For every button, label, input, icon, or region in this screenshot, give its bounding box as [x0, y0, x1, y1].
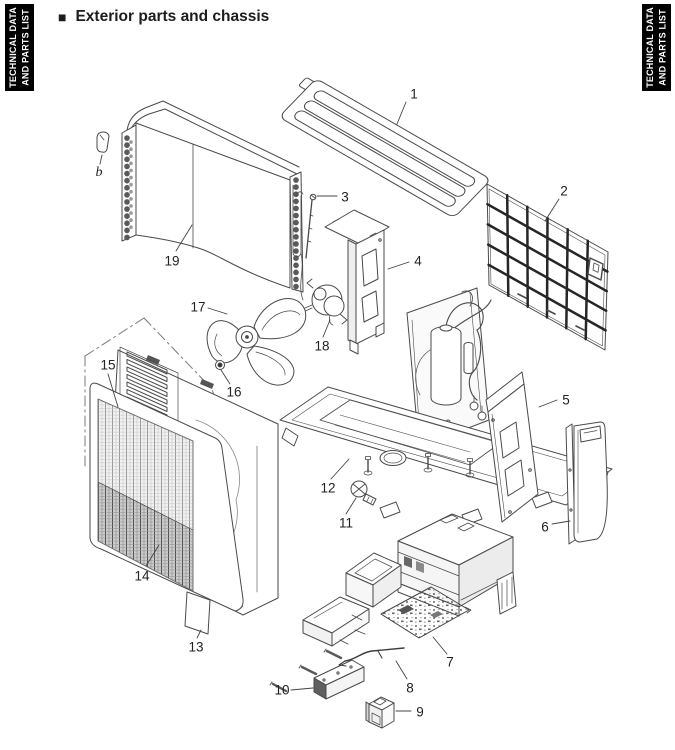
part-label-b: b — [95, 165, 103, 180]
part-5-side-plate — [485, 371, 539, 523]
part-label-17: 17 — [190, 299, 206, 315]
part-label-2: 2 — [560, 183, 568, 199]
part-label-11: 11 — [338, 515, 354, 531]
part-label-16: 16 — [226, 384, 242, 400]
part-14-front-grille — [89, 382, 244, 612]
part-16-nut — [215, 360, 225, 370]
part-10-cover-bar — [313, 659, 365, 700]
part-3-screw — [305, 193, 317, 259]
leader-lines — [99, 101, 571, 712]
part-label-7: 7 — [446, 654, 454, 670]
left-edge-tab: TECHNICAL DATA AND PARTS LIST — [5, 4, 34, 91]
part-label-13: 13 — [188, 639, 204, 655]
part-label-19: 19 — [164, 253, 180, 269]
mounting-screws — [269, 648, 343, 693]
square-bullet-icon: ■ — [58, 9, 67, 25]
part-18-fan-motor — [297, 278, 348, 326]
part-2-rear-grille — [486, 183, 609, 351]
part-7-pcb — [380, 586, 472, 639]
part-label-3: 3 — [341, 189, 349, 205]
part-11-drain-cap — [350, 480, 377, 506]
part-4-motor-bracket — [324, 209, 390, 355]
part-label-10: 10 — [274, 682, 290, 698]
compressor-assembly — [406, 287, 492, 448]
part-8-lead-wire — [338, 647, 405, 667]
part-19-heat-exchanger — [121, 100, 304, 301]
part-b-clip — [96, 131, 110, 153]
channel-duct — [345, 552, 402, 608]
part-label-4: 4 — [414, 253, 422, 269]
part-label-1: 1 — [410, 86, 418, 102]
part-label-14: 14 — [134, 568, 150, 584]
part-label-12: 12 — [320, 480, 336, 496]
part-label-15: 15 — [100, 357, 116, 373]
part-13-label-plate — [184, 591, 211, 635]
part-label-6: 6 — [541, 519, 549, 535]
section-title: ■ Exterior parts and chassis — [58, 8, 269, 26]
angle-bracket — [302, 596, 370, 647]
part-label-18: 18 — [314, 338, 330, 354]
part-17-propeller-fan — [206, 298, 307, 386]
part-9-terminal-block — [365, 696, 395, 729]
right-edge-tab: TECHNICAL DATA AND PARTS LIST — [642, 4, 671, 91]
part-1-top-cover — [281, 77, 489, 217]
section-title-text: Exterior parts and chassis — [75, 8, 270, 25]
part-label-5: 5 — [562, 392, 570, 408]
part-6-side-cover — [565, 421, 608, 545]
part-label-9: 9 — [416, 704, 424, 720]
part-label-8: 8 — [406, 680, 414, 696]
